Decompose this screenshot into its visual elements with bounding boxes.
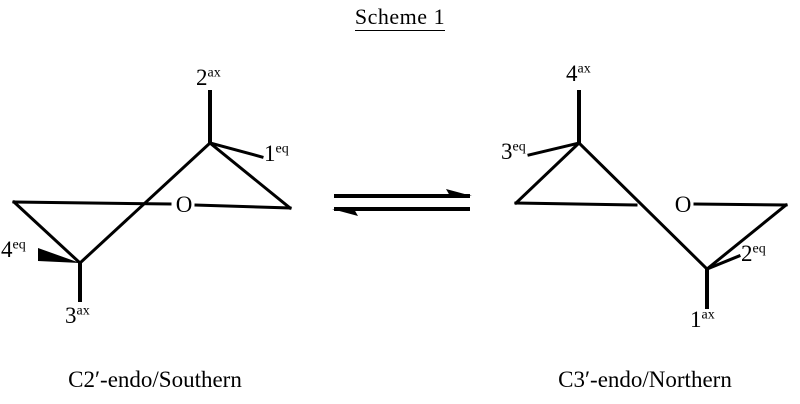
position-label-1ax: 1ax	[690, 308, 715, 331]
position-number-3: 3	[501, 139, 513, 164]
position-number-1: 1	[690, 307, 702, 332]
bond-c4-c3-southern	[11, 199, 83, 266]
wedge-bond-c4-equatorial-southern	[38, 248, 80, 263]
bond-o-c4-southern	[12, 200, 172, 206]
bond-c2-c1-southern	[207, 140, 293, 211]
position-label-4eq: 4eq	[1, 238, 26, 261]
position-label-1eq: 1eq	[264, 142, 289, 165]
position-superscript-ax: ax	[577, 61, 591, 77]
position-label-3eq: 3eq	[501, 140, 526, 163]
position-label-2ax: 2ax	[196, 66, 221, 89]
position-superscript-ax: ax	[76, 303, 90, 319]
position-superscript-ax: ax	[207, 65, 221, 81]
position-superscript-eq: eq	[512, 139, 526, 155]
arrow-right-icon	[446, 189, 472, 196]
equilibrium-arrows	[332, 189, 472, 216]
position-label-3ax: 3ax	[65, 304, 90, 327]
structure-northern	[513, 90, 789, 309]
bond-c4-c1-northern	[576, 140, 710, 272]
scheme-title: Scheme 1	[0, 4, 800, 31]
bond-c3-o-northern	[514, 201, 638, 207]
position-number-2: 2	[741, 241, 753, 266]
bond-c2-substituent-equatorial-northern	[705, 254, 741, 271]
position-label-2eq: 2eq	[741, 242, 766, 265]
position-number-4: 4	[1, 237, 13, 262]
scheme-title-text: Scheme 1	[354, 4, 446, 31]
position-number-3: 3	[65, 303, 77, 328]
bond-c1-substituent-equatorial-southern	[208, 141, 264, 159]
position-superscript-eq: eq	[752, 241, 766, 257]
bond-c1-c2-northern	[704, 202, 789, 272]
bond-c3-substituent-equatorial-northern	[527, 141, 581, 157]
position-number-4: 4	[566, 61, 578, 86]
bond-c2-o-northern	[693, 202, 788, 207]
arrow-left-icon	[332, 209, 358, 216]
structure-southern	[11, 90, 293, 302]
caption-northern: C3′-endo/Northern	[558, 367, 732, 392]
position-label-4ax: 4ax	[566, 62, 591, 85]
position-superscript-eq: eq	[275, 141, 289, 157]
bond-c4-c3-northern	[513, 140, 582, 206]
ring-oxygen-label-southern: O	[175, 192, 193, 217]
position-superscript-eq: eq	[12, 237, 26, 253]
position-number-1: 1	[264, 141, 276, 166]
caption-southern: C2′-endo/Southern	[68, 367, 242, 392]
position-superscript-ax: ax	[701, 307, 715, 323]
ring-oxygen-label-northern: O	[674, 192, 692, 217]
bond-c1-o-southern	[194, 203, 292, 210]
position-number-2: 2	[196, 65, 208, 90]
